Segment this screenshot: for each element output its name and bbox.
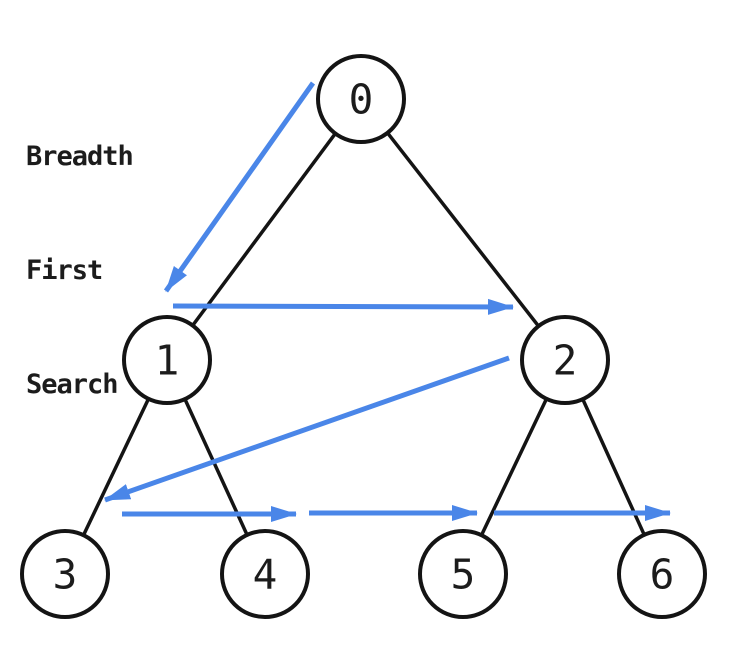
- node-label-1: 1: [155, 337, 180, 385]
- tree-node-1: 1: [122, 315, 212, 405]
- tree-edge-0-2: [359, 97, 567, 362]
- tree-node-2: 2: [520, 315, 610, 405]
- node-label-4: 4: [253, 551, 278, 599]
- node-circle-0: [316, 54, 406, 144]
- bfs-arrow-step3-2-to-3: [104, 355, 510, 503]
- title-line-2: First: [26, 255, 103, 286]
- node-label-0: 0: [349, 76, 374, 124]
- node-label-5: 5: [451, 551, 476, 599]
- node-circle-3: [20, 529, 110, 619]
- node-label-3: 3: [53, 551, 78, 599]
- node-circle-5: [418, 529, 508, 619]
- tree-node-5: 5: [418, 529, 508, 619]
- node-label-6: 6: [650, 551, 675, 599]
- node-circle-2: [520, 315, 610, 405]
- title-line-1: Breadth: [26, 141, 134, 172]
- node-circle-6: [617, 529, 707, 619]
- diagram-title: Breadth First Search: [26, 62, 134, 442]
- bfs-arrow-step2-1-to-2: [172, 298, 514, 315]
- node-circle-4: [220, 529, 310, 619]
- node-circle-1: [122, 315, 212, 405]
- tree-node-4: 4: [220, 529, 310, 619]
- title-line-3: Search: [26, 369, 119, 400]
- bfs-arrow-step1-0-to-1: [163, 81, 316, 293]
- node-label-2: 2: [553, 337, 578, 385]
- tree-node-3: 3: [20, 529, 110, 619]
- tree-edge-0-1: [165, 97, 363, 362]
- tree-node-6: 6: [617, 529, 707, 619]
- tree-node-0: 0: [316, 54, 406, 144]
